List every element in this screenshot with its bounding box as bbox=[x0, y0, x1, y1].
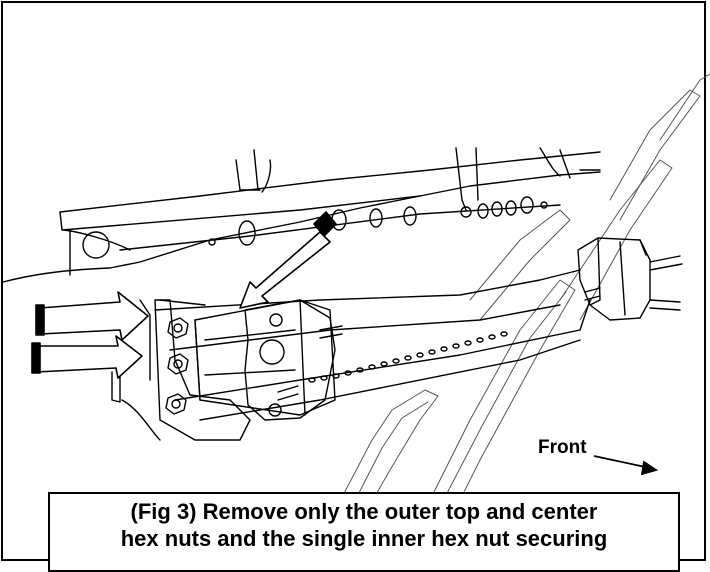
installation-drawing bbox=[2, 73, 710, 541]
mounting-flange bbox=[244, 299, 336, 421]
figure-caption: (Fig 3) Remove only the outer top and ce… bbox=[48, 492, 680, 572]
left-mount-plate bbox=[154, 299, 251, 441]
arrow-down-left bbox=[239, 211, 337, 309]
caption-line-1: (Fig 3) Remove only the outer top and ce… bbox=[130, 499, 598, 524]
hex-nut-center bbox=[167, 353, 189, 375]
arrow-right-top bbox=[35, 291, 149, 341]
watermark-outline bbox=[329, 73, 710, 541]
front-label: Front bbox=[538, 437, 587, 458]
front-arrow bbox=[593, 455, 659, 476]
callout-arrows bbox=[31, 211, 337, 379]
caption-line-2: hex nuts and the single inner hex nut se… bbox=[120, 526, 608, 551]
hex-nut-top bbox=[167, 317, 189, 339]
arrow-right-bottom bbox=[31, 335, 143, 379]
right-bracket bbox=[577, 237, 651, 321]
perforation-row bbox=[308, 331, 508, 383]
hex-nut-bottom bbox=[165, 393, 187, 415]
frame-rail-outline bbox=[2, 171, 601, 283]
